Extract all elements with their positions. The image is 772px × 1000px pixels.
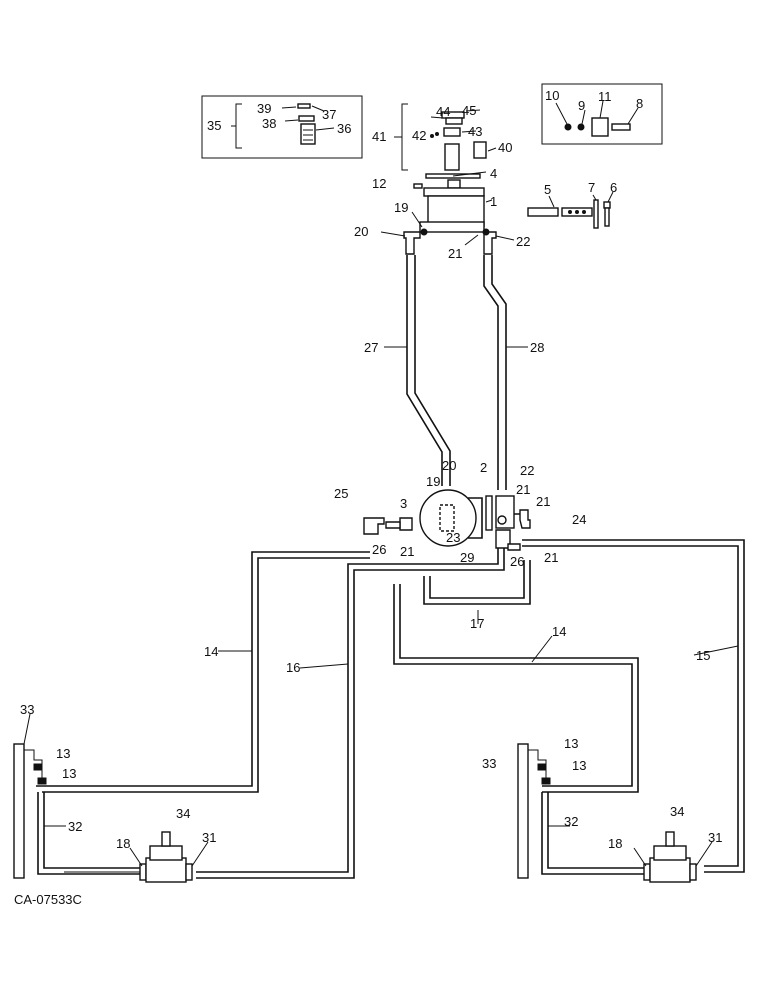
label-24: 24 [572,512,586,527]
label-17: 17 [470,616,484,631]
inset-filter-parts [201,95,363,159]
inset-valve-parts [541,83,663,145]
label-21-top: 21 [448,246,462,261]
label-15: 15 [696,648,710,663]
label-40: 40 [498,140,512,155]
label-21-mid: 21 [536,494,550,509]
label-31-left: 31 [202,830,216,845]
label-35: 35 [207,118,221,133]
label-28: 28 [530,340,544,355]
label-22-top: 22 [516,234,530,249]
label-12: 12 [372,176,386,191]
right-cylinder-group [517,743,713,883]
label-19-center: 19 [426,474,440,489]
label-33-left: 33 [20,702,34,717]
label-26-left: 26 [372,542,386,557]
label-14-left: 14 [204,644,218,659]
label-22-center: 22 [520,463,534,478]
label-44: 44 [436,104,450,119]
label-29: 29 [460,550,474,565]
label-33-right: 33 [482,756,496,771]
center-pump-assembly [363,489,531,624]
label-6: 6 [610,180,617,195]
reservoir [380,179,515,255]
label-21-left: 21 [400,544,414,559]
label-36: 36 [337,121,351,136]
label-3: 3 [400,496,407,511]
label-42: 42 [412,128,426,143]
left-cylinder-group [13,713,209,883]
label-32-left: 32 [68,819,82,834]
label-32-right: 32 [564,814,578,829]
label-7: 7 [588,180,595,195]
label-19-top: 19 [394,200,408,215]
label-38: 38 [262,116,276,131]
label-13-right-upper: 13 [564,736,578,751]
label-20-top: 20 [354,224,368,239]
label-34-left: 34 [176,806,190,821]
label-2: 2 [480,460,487,475]
label-43: 43 [468,124,482,139]
label-16: 16 [286,660,300,675]
label-9: 9 [578,98,585,113]
label-41: 41 [372,129,386,144]
brackets [527,191,614,229]
label-18-right: 18 [608,836,622,851]
drawing-code: CA-07533C [14,892,82,907]
label-21-upper: 21 [516,482,530,497]
label-39: 39 [257,101,271,116]
label-5: 5 [544,182,551,197]
label-10: 10 [545,88,559,103]
label-8: 8 [636,96,643,111]
label-45: 45 [462,103,476,118]
label-13-left-lower: 13 [62,766,76,781]
label-11: 11 [598,89,612,104]
label-23: 23 [446,530,460,545]
label-18-left: 18 [116,836,130,851]
label-14-right: 14 [552,624,566,639]
label-21-right: 21 [544,550,558,565]
label-4: 4 [490,166,497,181]
label-13-left-upper: 13 [56,746,70,761]
label-34-right: 34 [670,804,684,819]
label-25: 25 [334,486,348,501]
label-27: 27 [364,340,378,355]
label-31-right: 31 [708,830,722,845]
lines-27-28 [384,255,528,490]
cap-assembly-parts [394,103,497,179]
label-1: 1 [490,194,497,209]
part-labels: 35 39 37 38 36 44 45 41 42 43 40 4 12 1 … [14,88,722,907]
label-20-center: 20 [442,458,456,473]
label-26-right: 26 [510,554,524,569]
label-13-right-lower: 13 [572,758,586,773]
lines-14-15-16 [36,539,745,879]
label-37: 37 [322,107,336,122]
